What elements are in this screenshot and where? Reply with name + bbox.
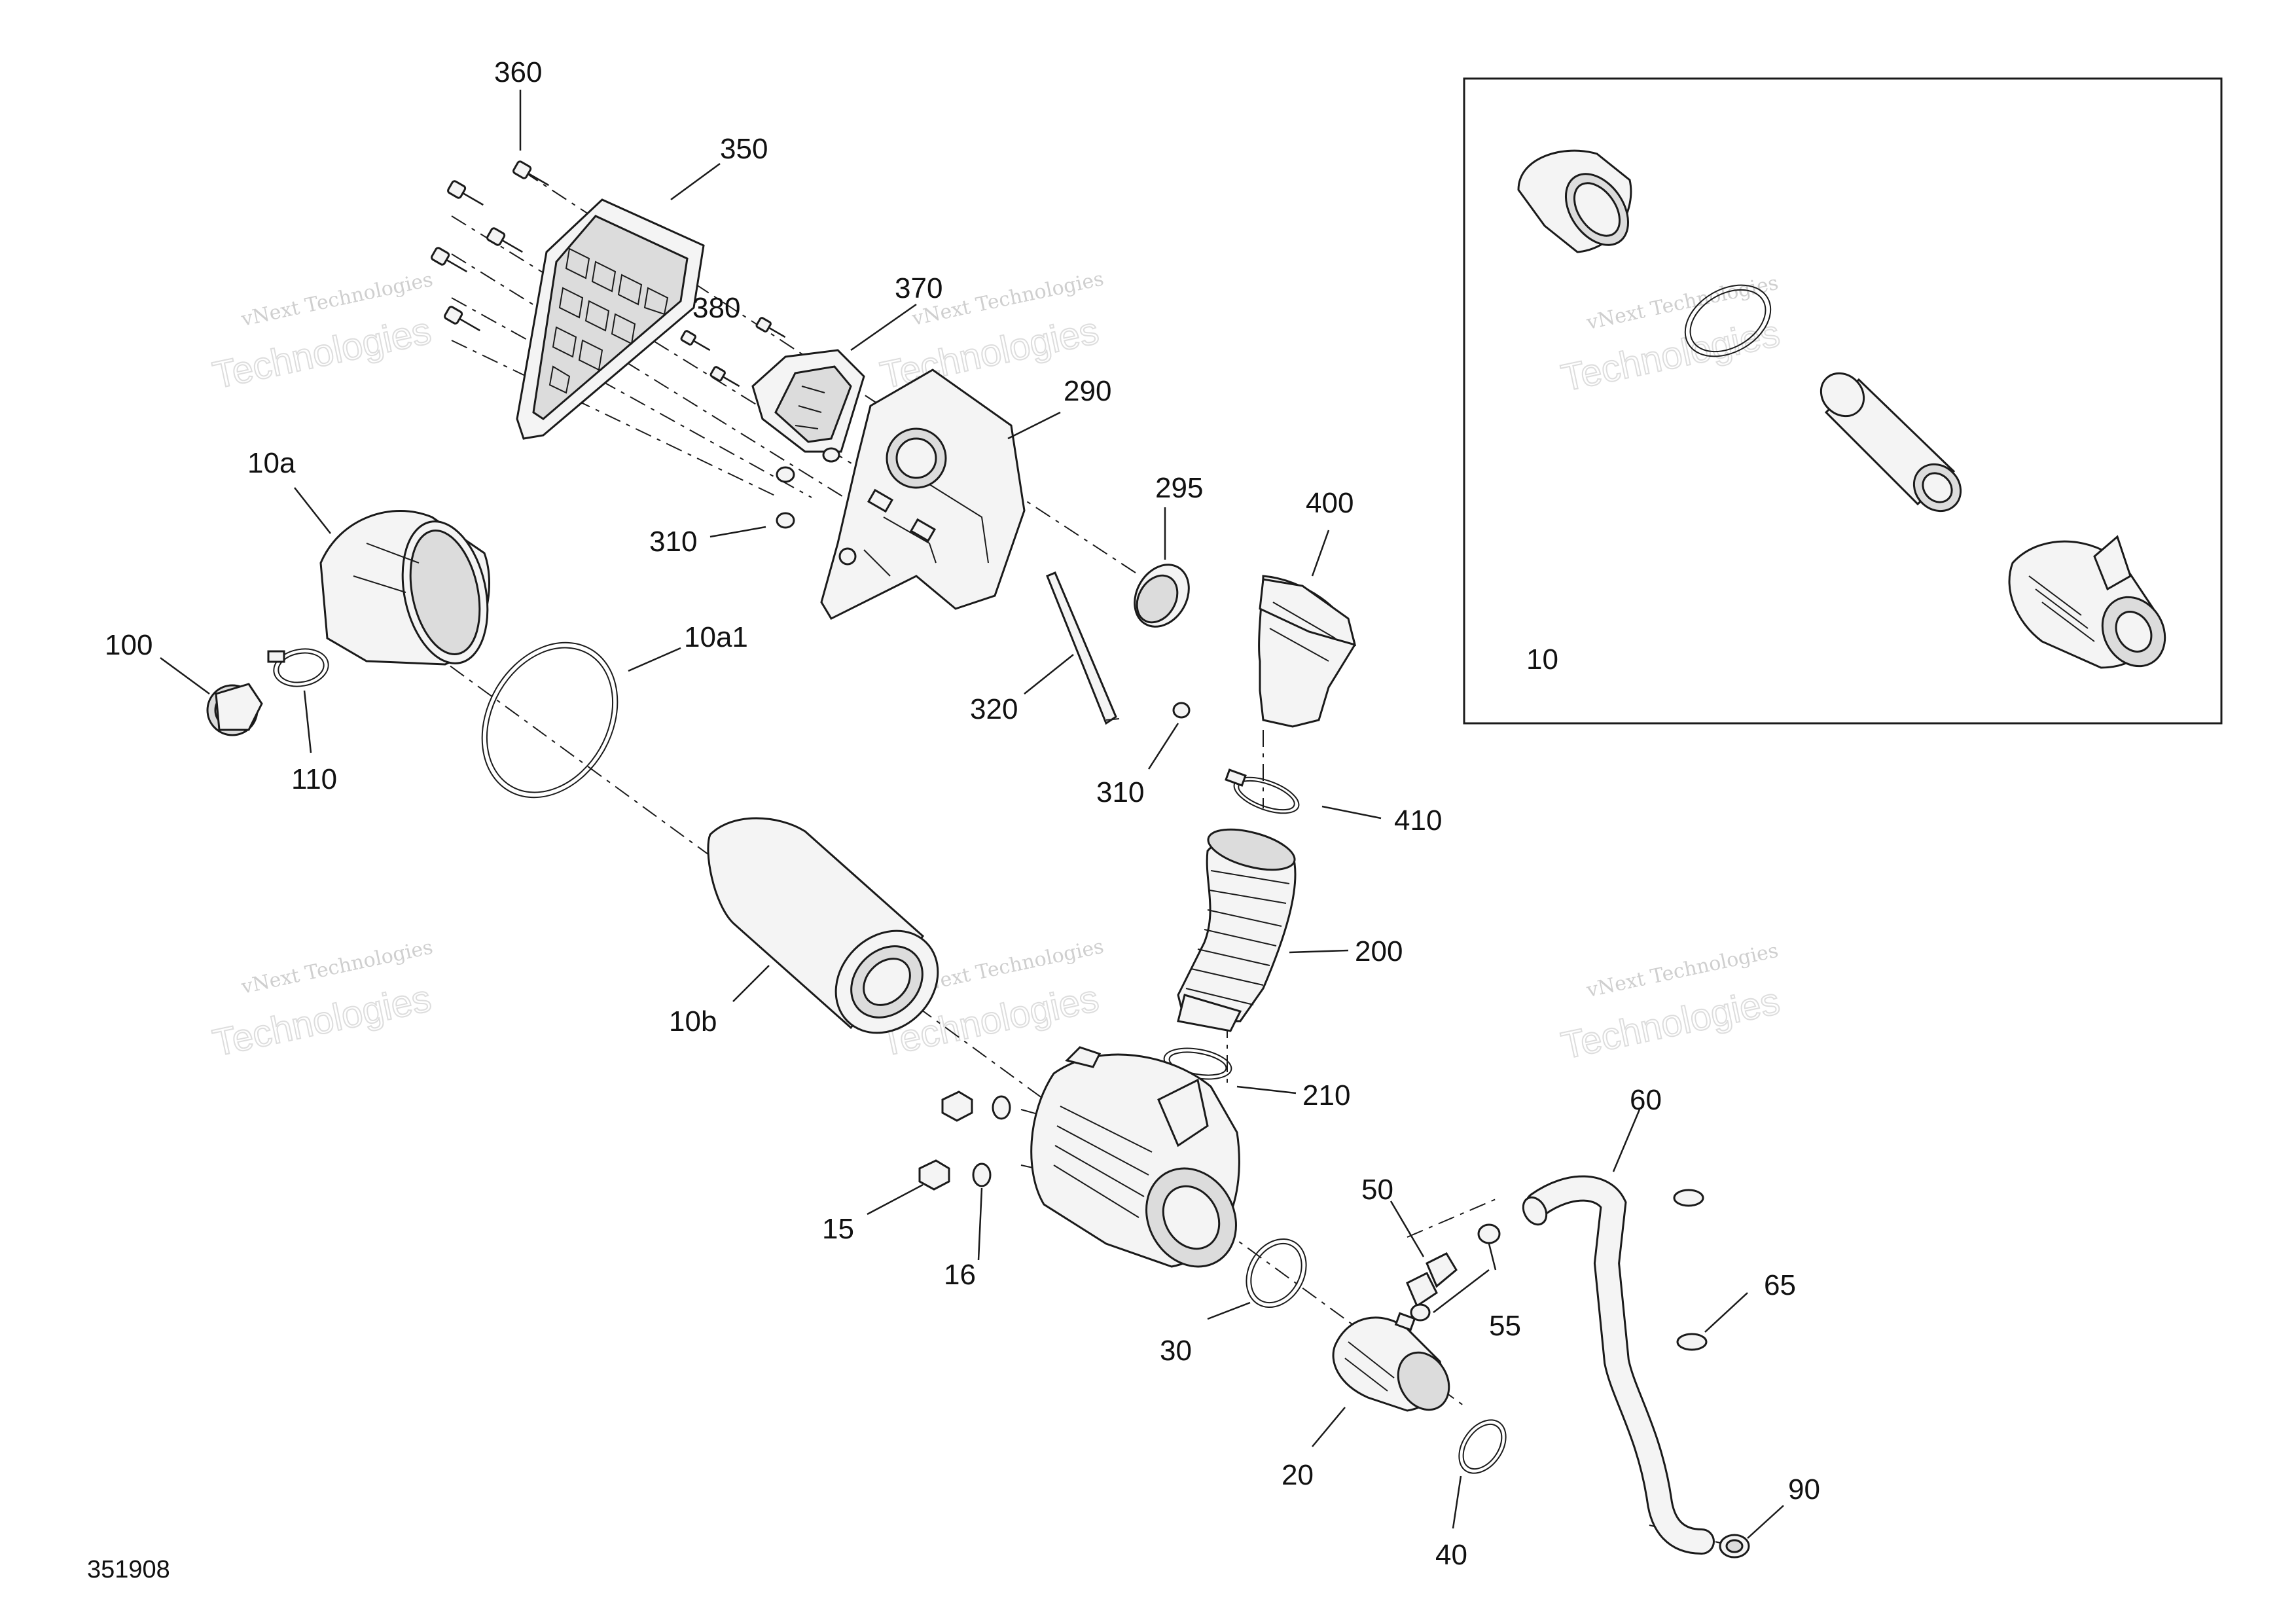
clips-65 xyxy=(1673,1189,1708,1351)
callout-200: 200 xyxy=(1355,935,1403,967)
callouts: 360 350 380 370 290 10a 310 295 400 100 … xyxy=(105,56,1820,1571)
hose-200 xyxy=(1177,828,1297,1032)
strap-320 xyxy=(1046,571,1120,725)
clamp-110 xyxy=(267,648,329,687)
mounting-plate-290 xyxy=(820,369,1026,620)
cover-350 xyxy=(516,198,705,440)
callout-55: 55 xyxy=(1489,1310,1521,1342)
callout-20: 20 xyxy=(1282,1459,1314,1491)
inset-cover-ring xyxy=(1517,149,1632,253)
callout-65: 65 xyxy=(1764,1269,1796,1301)
callout-380: 380 xyxy=(692,292,740,324)
callout-50: 50 xyxy=(1361,1174,1393,1206)
clamp-30 xyxy=(1246,1238,1307,1308)
callout-310: 310 xyxy=(649,526,697,558)
callout-10a: 10a xyxy=(247,447,296,479)
callout-370: 370 xyxy=(895,272,942,304)
bolts-15 xyxy=(918,1091,973,1191)
clamp-40 xyxy=(1458,1419,1507,1474)
bracket-370 xyxy=(751,349,865,453)
callout-320: 320 xyxy=(970,693,1018,725)
seal-295 xyxy=(1134,564,1190,628)
callout-310: 310 xyxy=(1096,776,1144,808)
filter-element-10b xyxy=(707,817,939,1034)
callout-360: 360 xyxy=(494,56,542,88)
callout-16: 16 xyxy=(944,1259,976,1291)
diagram-id: 351908 xyxy=(87,1556,170,1583)
air-filter-housing xyxy=(1030,1046,1240,1268)
callout-90: 90 xyxy=(1788,1473,1820,1506)
inset-label: 10 xyxy=(1526,643,1558,676)
callout-30: 30 xyxy=(1160,1335,1192,1367)
callout-100: 100 xyxy=(105,629,152,661)
filter-cover-10a xyxy=(319,510,490,666)
inset-housing xyxy=(2008,535,2166,669)
inset-frame xyxy=(1463,77,2223,725)
callout-10a1: 10a1 xyxy=(684,621,748,653)
callout-10b: 10b xyxy=(669,1005,717,1038)
callout-290: 290 xyxy=(1064,375,1111,407)
callout-295: 295 xyxy=(1155,472,1203,504)
washers-16 xyxy=(972,1095,1011,1187)
fitting-50 xyxy=(1406,1252,1458,1308)
breather-hose-60 xyxy=(1522,1175,1715,1555)
callout-60: 60 xyxy=(1630,1084,1662,1116)
screws-360 xyxy=(431,160,549,332)
callout-410: 410 xyxy=(1394,804,1442,837)
clips-55 xyxy=(1410,1223,1501,1322)
fitting-100 xyxy=(206,683,263,736)
o-ring-10a1 xyxy=(481,641,619,799)
leader-lines xyxy=(160,90,1784,1539)
callout-15: 15 xyxy=(822,1213,854,1245)
clamp-410 xyxy=(1225,768,1300,814)
inset-assembly-10: 10 xyxy=(1463,77,2223,725)
intake-duct-400 xyxy=(1258,575,1357,728)
adapter-20 xyxy=(1332,1312,1450,1412)
inset-filter-element xyxy=(1820,372,1962,513)
callout-350: 350 xyxy=(720,133,768,165)
callout-40: 40 xyxy=(1435,1539,1467,1571)
inset-o-ring xyxy=(1684,284,1772,357)
nuts-310 xyxy=(776,447,1191,719)
screws-380 xyxy=(680,317,786,388)
callout-400: 400 xyxy=(1306,487,1354,519)
callout-110: 110 xyxy=(291,763,337,795)
callout-210: 210 xyxy=(1302,1079,1350,1111)
clip-90 xyxy=(1719,1534,1750,1559)
